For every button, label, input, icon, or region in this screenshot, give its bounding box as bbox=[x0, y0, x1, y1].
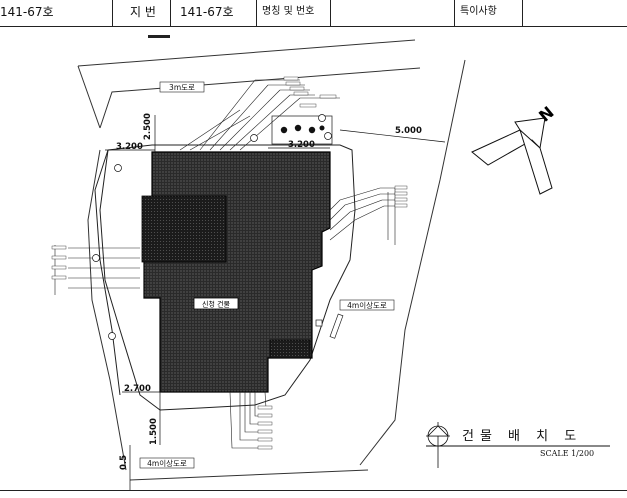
gate-symbol bbox=[329, 313, 344, 339]
marker-box bbox=[315, 319, 323, 327]
road-label-bottom: 4m이상도로 bbox=[147, 458, 187, 468]
building-label: 신청 건물 bbox=[202, 300, 231, 309]
bottom-border bbox=[0, 490, 627, 498]
road-boundaries bbox=[77, 39, 466, 481]
dimension-label: 2.700 bbox=[124, 384, 151, 394]
dimension-label: 1.500 bbox=[149, 418, 159, 445]
lot-number-partial: 141-67호 bbox=[0, 5, 54, 19]
lot-number: 141-67호 bbox=[180, 5, 234, 19]
building-label-box bbox=[193, 297, 239, 310]
dimension-lines bbox=[105, 115, 446, 490]
leader-tags-left bbox=[51, 245, 67, 280]
lot-boundary bbox=[94, 144, 356, 411]
leader-lines-right bbox=[329, 187, 400, 245]
title-block: 건물 배 치 도 SCALE 1/200 bbox=[426, 422, 610, 468]
building-inner-block bbox=[141, 195, 227, 263]
dash-mark bbox=[148, 35, 170, 38]
drawing-scale: SCALE 1/200 bbox=[540, 449, 594, 458]
lot-label: 지 번 bbox=[130, 5, 156, 19]
header-divider bbox=[522, 0, 523, 26]
leader-tags-right bbox=[394, 185, 408, 208]
compass-icon bbox=[426, 422, 450, 468]
parking-area bbox=[271, 115, 333, 145]
leader-tags-bottom bbox=[257, 405, 273, 450]
building-annex bbox=[269, 339, 311, 359]
road-label-top: 3m도로 bbox=[169, 83, 195, 92]
drawing-title: 건물 배 치 도 bbox=[462, 429, 582, 444]
dimension-label: 5.000 bbox=[395, 126, 422, 136]
parking-spots bbox=[280, 124, 325, 134]
circle-markers bbox=[92, 114, 332, 340]
dimension-label: 2.500 bbox=[143, 113, 153, 140]
header-divider bbox=[454, 0, 455, 26]
remarks-label: 특이사항 bbox=[460, 6, 497, 17]
dimension-label: 3.200 bbox=[288, 140, 315, 150]
road-label-box bbox=[139, 457, 195, 469]
road-label-box bbox=[159, 81, 205, 93]
header-divider bbox=[112, 0, 113, 26]
north-arrow-icon: N bbox=[471, 103, 558, 195]
road-label-box bbox=[339, 299, 395, 311]
name-number-label: 명칭 및 번호 bbox=[262, 6, 315, 17]
header-divider bbox=[256, 0, 257, 26]
leader-tags-top bbox=[283, 76, 337, 108]
header-divider bbox=[330, 0, 331, 26]
dimension-label: 0.5 bbox=[119, 455, 129, 470]
road-label-right: 4m이상도로 bbox=[347, 300, 387, 310]
dimension-label: 3.200 bbox=[116, 142, 143, 152]
header-divider bbox=[170, 0, 171, 26]
header-table: 141-67호 지 번 141-67호 명칭 및 번호 특이사항 bbox=[0, 0, 627, 27]
leader-lines-left bbox=[54, 245, 140, 295]
